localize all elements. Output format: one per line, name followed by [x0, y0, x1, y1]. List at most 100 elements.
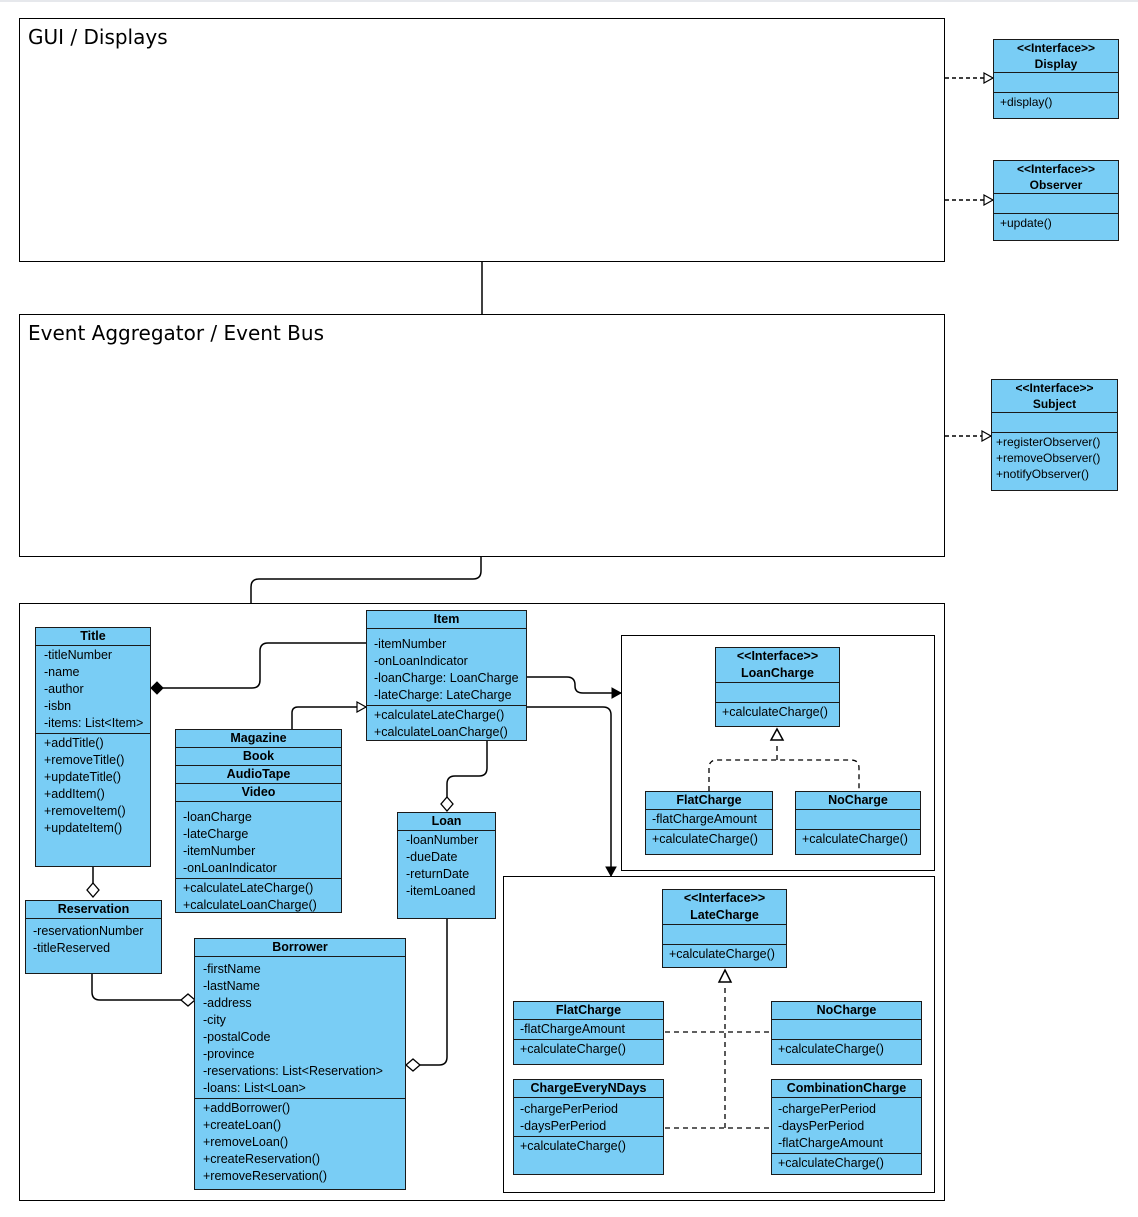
loan-nocharge-attributes — [796, 810, 920, 830]
late-nocharge-method: +calculateCharge() — [778, 1042, 884, 1056]
composition-diamond — [150, 681, 164, 695]
combination-charge-attribute: -flatChargeAmount — [778, 1136, 883, 1150]
loan-flat-realization — [708, 759, 860, 791]
loan-class: Loan -loanNumber -dueDate -returnDate -i… — [397, 812, 496, 919]
latecharge-attributes — [663, 925, 786, 945]
item-attribute: -loanCharge: LoanCharge — [374, 671, 519, 685]
display-interface: <<Interface>> Display +display() — [993, 39, 1119, 119]
borrower-method: +addBorrower() — [203, 1101, 291, 1115]
media-method: +calculateLoanCharge() — [183, 898, 317, 912]
borrower-class: Borrower -firstName -lastName -address -… — [194, 938, 406, 1190]
charge-every-n-days-name: ChargeEveryNDays — [514, 1080, 663, 1098]
borrower-attribute: -province — [203, 1047, 255, 1061]
borrower-attribute: -firstName — [203, 962, 261, 976]
borrower-method: +removeReservation() — [203, 1169, 328, 1183]
display-stereotype: <<Interface>> — [1016, 41, 1096, 55]
gui-displays-frame: GUI / Displays — [19, 18, 945, 262]
late-flatcharge-class: FlatCharge -flatChargeAmount +calculateC… — [513, 1001, 664, 1065]
loancharge-stereotype: <<Interface>> — [736, 649, 819, 663]
loan-nocharge-name: NoCharge — [796, 792, 920, 810]
loan-nocharge-method: +calculateCharge() — [802, 832, 908, 846]
item-loan-aggregation — [446, 741, 488, 798]
title-attribute: -items: List<Item> — [44, 716, 144, 730]
item-class: Item -itemNumber -onLoanIndicator -loanC… — [366, 610, 527, 741]
subject-attributes — [992, 413, 1117, 433]
borrower-attribute: -reservations: List<Reservation> — [203, 1064, 383, 1078]
borrower-method: +createLoan() — [203, 1118, 282, 1132]
loan-attribute: -loanNumber — [406, 833, 479, 847]
loan-flatcharge-class: FlatCharge -flatChargeAmount +calculateC… — [645, 791, 773, 855]
combination-charge-class: CombinationCharge -chargePerPeriod -days… — [771, 1079, 922, 1175]
event-bus-title: Event Aggregator / Event Bus — [28, 321, 324, 345]
loancharge-attributes — [716, 683, 839, 703]
borrower-attribute: -address — [203, 996, 252, 1010]
title-method: +removeItem() — [44, 804, 126, 818]
media-attribute: -lateCharge — [183, 827, 249, 841]
observer-stereotype: <<Interface>> — [1016, 162, 1096, 176]
borrower-class-name: Borrower — [195, 939, 405, 957]
reservation-class-name: Reservation — [26, 901, 161, 919]
item-method: +calculateLateCharge() — [374, 708, 505, 722]
borrower-attribute: -postalCode — [203, 1030, 271, 1044]
media-name-book: Book — [176, 748, 341, 766]
item-loancharge-association — [527, 676, 623, 699]
observer-name: Observer — [1029, 178, 1083, 192]
charge-every-n-days-attribute: -daysPerPeriod — [520, 1119, 607, 1133]
subject-method: +removeObserver() — [996, 451, 1101, 465]
latecharge-method: +calculateCharge() — [669, 947, 775, 961]
loan-class-name: Loan — [398, 813, 495, 831]
media-name-audiotape: AudioTape — [176, 766, 341, 784]
loan-borrower-aggregation — [420, 919, 448, 1066]
borrower-attribute: -lastName — [203, 979, 260, 993]
late-flatcharge-name: FlatCharge — [514, 1002, 663, 1020]
borrower-reservation-diamond — [180, 993, 196, 1007]
top-border — [0, 0, 1138, 2]
subject-interface: <<Interface>> Subject +registerObserver(… — [991, 379, 1118, 491]
latecharge-stereotype: <<Interface>> — [683, 891, 766, 905]
title-method: +addItem() — [44, 787, 105, 801]
gui-displays-title: GUI / Displays — [28, 25, 168, 49]
combination-charge-attribute: -daysPerPeriod — [778, 1119, 865, 1133]
loancharge-method: +calculateCharge() — [722, 705, 828, 719]
loancharge-interface: <<Interface>> LoanCharge +calculateCharg… — [715, 647, 840, 727]
title-class: Title -titleNumber -name -author -isbn -… — [35, 627, 151, 867]
observer-method: +update() — [1000, 216, 1052, 230]
charge-every-n-days-class: ChargeEveryNDays -chargePerPeriod -daysP… — [513, 1079, 664, 1175]
title-attribute: -titleNumber — [44, 648, 113, 662]
latecharge-interface: <<Interface>> LateCharge +calculateCharg… — [662, 889, 787, 968]
combination-charge-attribute: -chargePerPeriod — [778, 1102, 876, 1116]
subject-method: +registerObserver() — [996, 435, 1101, 449]
media-attribute: -onLoanIndicator — [183, 861, 277, 875]
item-latecharge-association — [527, 706, 617, 878]
subject-method: +notifyObserver() — [996, 467, 1090, 481]
borrower-attribute: -city — [203, 1013, 226, 1027]
item-attribute: -itemNumber — [374, 637, 447, 651]
media-name-magazine: Magazine — [176, 730, 341, 748]
observer-interface: <<Interface>> Observer +update() — [993, 160, 1119, 241]
media-method: +calculateLateCharge() — [183, 881, 314, 895]
loan-flatcharge-name: FlatCharge — [646, 792, 772, 810]
media-name-video: Video — [241, 785, 276, 799]
borrower-method: +removeLoan() — [203, 1135, 289, 1149]
media-attribute: -itemNumber — [183, 844, 256, 858]
borrower-attribute: -loans: List<Loan> — [203, 1081, 306, 1095]
item-attribute: -onLoanIndicator — [374, 654, 468, 668]
borrower-method: +createReservation() — [203, 1152, 321, 1166]
loan-nocharge-class: NoCharge +calculateCharge() — [795, 791, 921, 855]
item-method: +calculateLoanCharge() — [374, 725, 508, 739]
loan-attribute: -itemLoaned — [406, 884, 476, 898]
loancharge-name: LoanCharge — [741, 666, 814, 680]
title-method: +addTitle() — [44, 736, 104, 750]
display-name: Display — [1034, 57, 1078, 71]
display-attributes — [994, 73, 1118, 93]
latecharge-realization-arrow — [717, 968, 733, 983]
reservation-aggregation-diamond — [86, 882, 100, 898]
subject-name: Subject — [1032, 397, 1077, 411]
title-method: +updateItem() — [44, 821, 123, 835]
charge-every-n-days-attribute: -chargePerPeriod — [520, 1102, 618, 1116]
charge-every-n-days-method: +calculateCharge() — [520, 1139, 626, 1153]
media-attribute: -loanCharge — [183, 810, 252, 824]
loan-attribute: -dueDate — [406, 850, 458, 864]
late-nocharge-attributes — [772, 1020, 921, 1040]
